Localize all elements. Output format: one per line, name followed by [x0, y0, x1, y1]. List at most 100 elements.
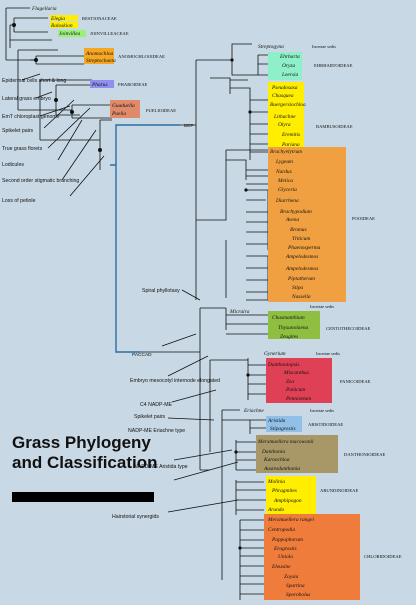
- restionaceae-box-2: [50, 22, 78, 28]
- note-embryo-mesocotyl: Embryo mesocotyl internode elongated: [130, 378, 220, 384]
- note-nadp-me-aristida: NAPD-ME Aristida type: [134, 464, 188, 470]
- taxon-stipa: Stipa: [292, 285, 303, 291]
- note-lateral-embryo: Lateral grass embryo: [2, 96, 51, 102]
- note-loss-of-petiole: Loss of petiole: [2, 198, 36, 204]
- taxon-streptochaeta: Streptochaeta: [86, 58, 116, 64]
- taxon-aristida: Aristida: [267, 418, 286, 424]
- taxon-eremitis: Eremitis: [281, 132, 300, 138]
- taxon-nassella: Nassella: [291, 294, 311, 300]
- taxon-baloskion: Baloskion: [51, 23, 73, 29]
- node-marker: [244, 188, 248, 192]
- taxon-thysanolaena: Thysanolaena: [278, 325, 309, 331]
- subfamily-bambusoideae: BAMBUSOIDEAE: [316, 124, 353, 129]
- anomochlooideae-group: Anomochloa Streptochaeta ANOMOCHLOOIDEAE: [84, 48, 165, 64]
- taxon-pharus: Pharus: [91, 82, 108, 88]
- taxon-joinvillea: Joinvillea: [59, 31, 81, 37]
- clade-paccad: PACCAD: [132, 352, 152, 358]
- taxon-pariana: Pariana: [281, 142, 300, 148]
- annotation-labels: Epidermal cells short & long Lateral gra…: [2, 78, 220, 520]
- taxon-merxmuellera-macowanii: Merxmuellera macowanii: [257, 439, 314, 445]
- bambusoideae-box: [268, 82, 304, 156]
- family-joinvilleaceae: JOINVILLEACEAE: [90, 31, 129, 36]
- taxon-stipagrostis: Stipagrostis: [270, 426, 296, 432]
- taxon-pappophorum: Pappophorum: [271, 537, 303, 543]
- figure-title-line1: Grass Phylogeny: [12, 433, 151, 452]
- note-lodicules: Lodicules: [2, 162, 24, 168]
- note-stigmatic-branching: Second order stigmatic branching: [2, 178, 79, 184]
- node-marker: [234, 450, 238, 454]
- main-spine: [110, 60, 197, 353]
- pooideae-box: [268, 147, 346, 302]
- taxon-nardus: Nardus: [275, 169, 292, 175]
- taxon-elegia: Elegia: [50, 16, 65, 22]
- taxon-puelia: Puelia: [111, 111, 126, 117]
- taxon-amphipogon: Amphipogon: [273, 498, 302, 504]
- ehrhartoideae-box: [268, 52, 302, 80]
- note-emt-chloroplast: EmT chloroplast genome: [2, 114, 60, 120]
- taxon-ehrharta: Ehrharta: [279, 54, 300, 60]
- note-c4-nadp-me: C4 NADP-ME: [140, 402, 173, 408]
- taxon-brachypodium: Brachypodium: [280, 209, 312, 215]
- taxon-lithachne: Lithachne: [273, 114, 296, 120]
- taxon-eleusine: Eleusine: [271, 564, 291, 570]
- taxon-olyra: Olyra: [278, 122, 291, 128]
- figure-title-line2: and Classification: [12, 453, 157, 472]
- taxon-piptatherum: Piptatherum: [287, 276, 315, 282]
- taxon-guaduella: Guaduella: [112, 103, 135, 109]
- centothecoideae-box: [268, 311, 320, 339]
- taxon-avena: Avena: [285, 217, 299, 223]
- family-restionaceae: RESTIONACEAE: [82, 16, 117, 21]
- danthonioideae-box: [256, 435, 338, 473]
- taxon-flagellaria: Flagellaria: [31, 6, 57, 12]
- taxon-danthonia: Danthonia: [261, 449, 285, 455]
- taxon-chasmanthium: Chasmanthium: [272, 315, 305, 321]
- taxon-eragrostis: Eragrostis: [273, 546, 297, 552]
- aristidoideae-box: [266, 416, 302, 432]
- paccad-labels: Micraira Incertae sedis Chasmanthium Thy…: [229, 304, 402, 600]
- taxon-brachyelytrum: Brachyelytrum: [270, 149, 302, 155]
- taxon-ampelodesmos: Ampelodesmos: [285, 266, 318, 272]
- joinvilleaceae-box: [58, 30, 86, 37]
- taxon-uniola: Uniola: [278, 554, 293, 560]
- subfamily-pooideae: POOIDEAE: [352, 216, 375, 221]
- taxon-phaenosperma: Phaenosperma: [287, 245, 321, 251]
- taxon-merxmuellera-rangei: Merxmuellera rangei: [267, 517, 314, 523]
- taxon-buergersiochloa: Buergersiochloa: [270, 102, 306, 108]
- node-marker: [12, 23, 16, 27]
- node-marker: [238, 546, 242, 550]
- taxon-micraira: Micraira: [229, 309, 250, 315]
- annotation-leaders: [21, 73, 239, 513]
- taxon-oryza: Oryza: [282, 63, 295, 69]
- taxon-danthoniopsis: Danthoniopsis: [267, 362, 299, 368]
- node-marker: [246, 373, 250, 377]
- subfamily-puelioideae: PUELIOIDEAE: [146, 108, 176, 113]
- title-underline-bar: [12, 492, 154, 502]
- taxon-arundo: Arundo: [267, 507, 284, 513]
- note-epidermal-cells: Epidermal cells short & long: [2, 78, 66, 84]
- note-hairstorial-synergids: Hairstorial synergids: [112, 514, 159, 520]
- taxon-gynerium: Gynerium: [264, 351, 286, 357]
- incertae-sedis-eriachne: Incertae sedis: [310, 408, 334, 413]
- node-marker: [54, 98, 58, 102]
- note-true-grass-florets: True grass florets: [2, 146, 43, 152]
- anomochlooideae-box: [84, 48, 114, 64]
- taxon-miscanthus: Miscanthus: [283, 370, 309, 376]
- outgroup-labels: Flagellaria Elegia RESTIONACEAE Baloskio…: [31, 6, 129, 37]
- taxon-molinia: Molinia: [267, 479, 285, 485]
- taxon-diarrhena: Diarrhena: [275, 198, 299, 204]
- note-spiral-phyllotaxy: Spiral phyllotaxy: [142, 288, 180, 294]
- pharoideae-box: [90, 80, 114, 88]
- subfamily-danthonioideae: DANTHONIOIDEAE: [344, 452, 386, 457]
- taxon-anomochloa: Anomochloa: [85, 51, 114, 57]
- bep-tree: [196, 43, 272, 301]
- incertae-sedis-gynerium: Incertae sedis: [316, 351, 340, 356]
- incertae-sedis-micraira: Incertae sedis: [310, 304, 334, 309]
- node-marker: [230, 58, 234, 62]
- taxon-chusquea: Chusquea: [272, 93, 294, 99]
- subfamily-panicoideae: PANICOIDEAE: [340, 379, 371, 384]
- pharoideae-group: Pharus PHAROIDEAE: [90, 80, 148, 88]
- taxon-zeugites: Zeugites: [280, 334, 298, 340]
- taxon-pseudosasa: Pseudosasa: [271, 85, 298, 91]
- taxon-pennisetum: Pennisetum: [285, 396, 311, 402]
